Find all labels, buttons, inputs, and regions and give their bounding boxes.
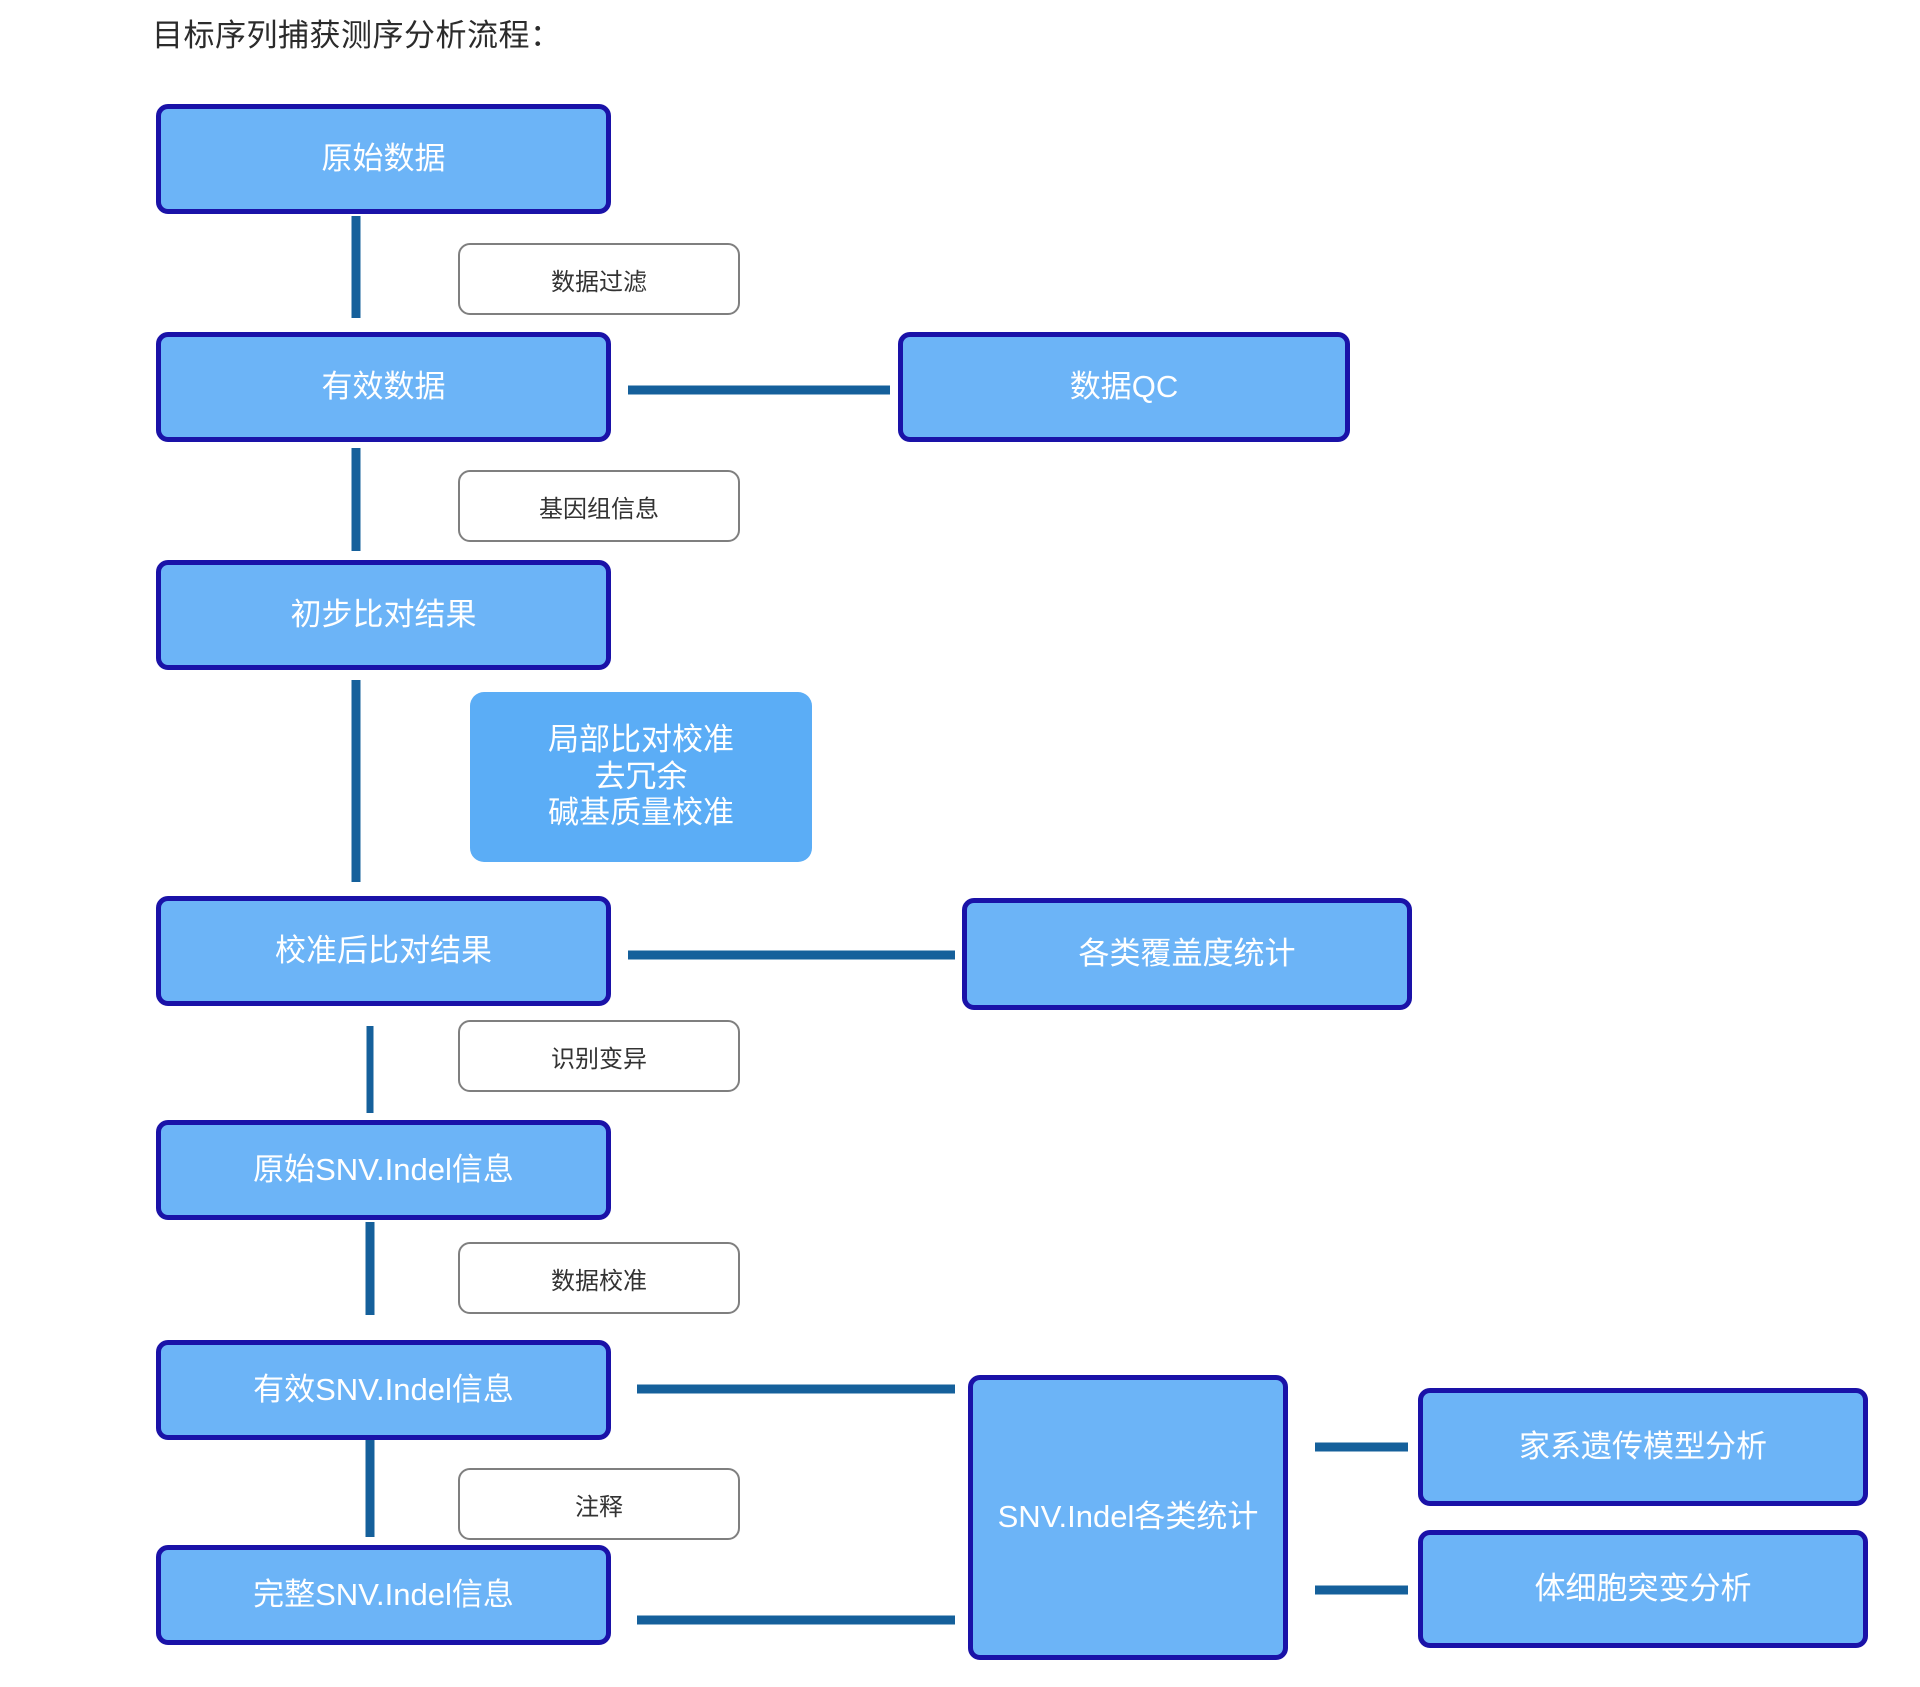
node-valid-snv-label: 有效SNV.Indel信息	[253, 1371, 514, 1407]
edge-label-genome-info[interactable]: 基因组信息	[458, 470, 740, 542]
node-somatic-analysis[interactable]: 体细胞突变分析	[1418, 1530, 1868, 1648]
node-pedigree-analysis[interactable]: 家系遗传模型分析	[1418, 1388, 1868, 1506]
node-data-qc-label: 数据QC	[1069, 368, 1179, 404]
edge-label-genome-info-text: 基因组信息	[539, 495, 659, 523]
node-clean-data[interactable]: 有效数据	[156, 332, 611, 442]
node-snv-stats-label: SNV.Indel各类统计	[997, 1499, 1259, 1535]
node-snv-stats[interactable]: SNV.Indel各类统计	[968, 1375, 1288, 1660]
edge-label-recalibrate-text: 数据校准	[551, 1267, 647, 1295]
node-calibrated-align[interactable]: 校准后比对结果	[156, 896, 611, 1006]
node-realign-note[interactable]: 局部比对校准 去冗余 碱基质量校准	[470, 692, 812, 862]
node-coverage-stats-label: 各类覆盖度统计	[1078, 935, 1296, 971]
node-calibrated-align-label: 校准后比对结果	[275, 932, 492, 968]
node-somatic-analysis-label: 体细胞突变分析	[1534, 1570, 1752, 1606]
node-valid-snv[interactable]: 有效SNV.Indel信息	[156, 1340, 611, 1440]
edge-label-filter[interactable]: 数据过滤	[458, 243, 740, 315]
edge-label-annotate-text: 注释	[575, 1493, 623, 1521]
node-realign-note-label: 局部比对校准 去冗余 碱基质量校准	[548, 722, 734, 831]
node-full-snv[interactable]: 完整SNV.Indel信息	[156, 1545, 611, 1645]
node-raw-data-label: 原始数据	[321, 140, 446, 176]
edge-label-call-variants[interactable]: 识别变异	[458, 1020, 740, 1092]
node-pedigree-analysis-label: 家系遗传模型分析	[1519, 1428, 1767, 1464]
node-raw-data[interactable]: 原始数据	[156, 104, 611, 214]
node-full-snv-label: 完整SNV.Indel信息	[253, 1576, 514, 1612]
node-coverage-stats[interactable]: 各类覆盖度统计	[962, 898, 1412, 1010]
node-raw-snv-label: 原始SNV.Indel信息	[253, 1151, 514, 1187]
page-title: 目标序列捕获测序分析流程：	[152, 18, 562, 53]
node-initial-align[interactable]: 初步比对结果	[156, 560, 611, 670]
edge-label-filter-text: 数据过滤	[551, 268, 647, 296]
edge-label-call-variants-text: 识别变异	[551, 1045, 647, 1073]
edge-label-recalibrate[interactable]: 数据校准	[458, 1242, 740, 1314]
edge-label-annotate[interactable]: 注释	[458, 1468, 740, 1540]
node-data-qc[interactable]: 数据QC	[898, 332, 1350, 442]
node-initial-align-label: 初步比对结果	[290, 596, 477, 632]
node-raw-snv[interactable]: 原始SNV.Indel信息	[156, 1120, 611, 1220]
node-clean-data-label: 有效数据	[321, 368, 446, 404]
